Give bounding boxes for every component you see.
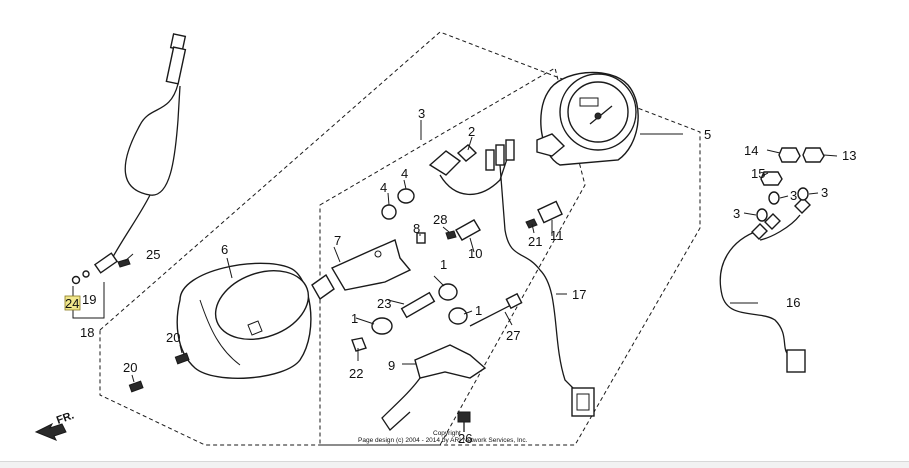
bulb-2[interactable] [456, 144, 478, 162]
label-23: 23 [377, 296, 391, 311]
label-1c: 1 [475, 303, 482, 318]
label-28: 28 [433, 212, 447, 227]
indicator-harness-16[interactable] [719, 197, 811, 373]
speedometer-cable[interactable] [71, 33, 187, 285]
label-26: 26 [458, 431, 472, 446]
label-18: 18 [80, 325, 94, 340]
bolt-27[interactable] [469, 292, 523, 327]
bulb-3-a[interactable] [768, 191, 780, 205]
label-5: 5 [704, 127, 711, 142]
speedometer-gauge[interactable] [536, 71, 639, 166]
label-3a: 3 [790, 188, 797, 203]
bolt-26[interactable] [457, 411, 471, 432]
label-10: 10 [468, 246, 482, 261]
label-16: 16 [786, 295, 800, 310]
front-marker-text: FR. [55, 409, 76, 426]
lens-15[interactable] [760, 171, 783, 186]
label-11: 11 [550, 228, 564, 243]
label-17: 17 [572, 287, 586, 302]
meter-case[interactable] [176, 259, 318, 379]
leader-lines [124, 120, 838, 383]
bracket-9[interactable] [381, 344, 487, 431]
grommet-4-lower[interactable] [381, 204, 397, 220]
label-22: 22 [349, 366, 363, 381]
screw-20-upper[interactable] [174, 352, 190, 365]
front-direction-arrow-icon [34, 422, 67, 441]
label-20a: 20 [166, 330, 180, 345]
label-8: 7 [334, 233, 341, 248]
bulb-3-b[interactable] [797, 187, 809, 201]
label-4b: 4 [380, 180, 387, 195]
label-13: 13 [842, 148, 856, 163]
label-24: 24 [65, 296, 79, 311]
lens-13[interactable] [802, 147, 825, 163]
label-3b: 3 [821, 185, 828, 200]
label-14: 14 [744, 143, 758, 158]
label-15: 15 [751, 166, 765, 181]
label-25: 25 [146, 247, 160, 262]
meter-stay-8[interactable] [311, 239, 412, 301]
label-21: 21 [528, 234, 542, 249]
label-1b: 1 [351, 311, 358, 326]
cable-screw-25[interactable] [117, 258, 131, 268]
label-24-highlight [64, 295, 81, 311]
socket-11[interactable] [537, 200, 563, 224]
nut-22[interactable] [351, 337, 367, 352]
bottom-scroll-rule [0, 461, 909, 468]
label-27: 27 [506, 328, 520, 343]
label-4a: 4 [401, 166, 408, 181]
clamp-10[interactable] [455, 219, 481, 241]
label-7: 3 [418, 106, 425, 121]
footer-design-credit: Page design (c) 2004 - 2014 by ARI Netwo… [358, 437, 528, 444]
label-1a: 1 [440, 257, 447, 272]
screw-20-lower[interactable] [128, 380, 144, 393]
cushion-1-lower[interactable] [448, 307, 468, 325]
screw-28[interactable] [445, 230, 457, 240]
label-19: 19 [82, 292, 96, 307]
lens-14[interactable] [778, 147, 801, 163]
collar-12[interactable] [416, 232, 426, 244]
bracket-group-outline [319, 67, 586, 446]
collar-23[interactable] [400, 291, 436, 319]
label-6: 6 [221, 242, 228, 257]
label-20b: 20 [123, 360, 137, 375]
socket-wire-harness[interactable] [428, 139, 595, 417]
label-9: 9 [388, 358, 395, 373]
label-2: 2 [468, 124, 475, 139]
footer-copyright: Copyright [433, 430, 461, 437]
screw-21[interactable] [525, 218, 538, 229]
label-12: 8 [413, 221, 420, 236]
label-3c: 3 [733, 206, 740, 221]
cushion-1-right[interactable] [438, 283, 458, 301]
grommet-4-upper[interactable] [397, 188, 415, 204]
bulb-3-c[interactable] [756, 208, 768, 222]
cushion-1-middle[interactable] [371, 317, 393, 335]
